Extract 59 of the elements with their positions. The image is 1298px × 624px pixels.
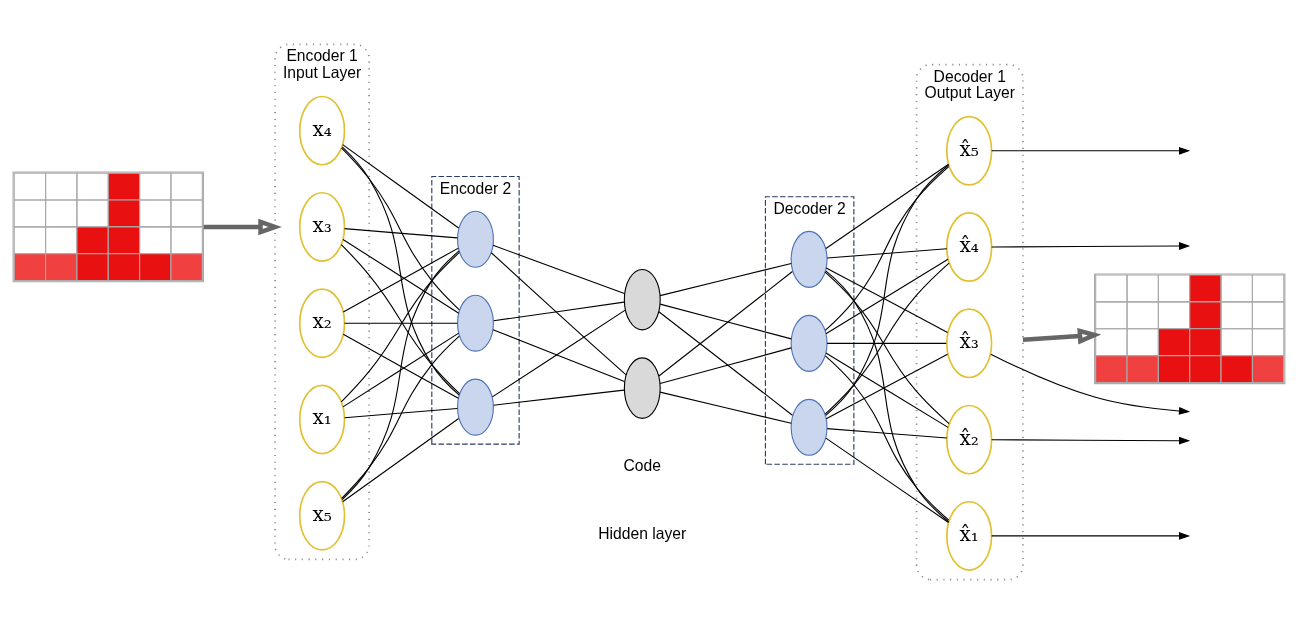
connector xyxy=(658,271,793,377)
arrow xyxy=(203,218,282,236)
connector xyxy=(826,342,947,344)
connector xyxy=(492,329,625,383)
connector xyxy=(659,391,792,424)
connector xyxy=(826,428,948,439)
node-ellipse: x₁ xyxy=(298,384,346,455)
connector xyxy=(341,146,460,396)
connector xyxy=(659,347,792,385)
connector xyxy=(659,262,792,297)
connector xyxy=(825,163,950,250)
connector xyxy=(493,389,625,406)
node-ellipse: x₃ xyxy=(298,191,346,262)
connector xyxy=(824,355,950,521)
node-circle xyxy=(790,314,828,372)
node-ellipse: x̂₁ xyxy=(945,500,993,571)
node-ellipse: x₂ xyxy=(298,288,346,359)
connector xyxy=(341,250,460,501)
arrow xyxy=(991,532,1191,540)
connector xyxy=(344,408,458,419)
node-ellipse: x₅ xyxy=(298,480,346,551)
node-circle xyxy=(790,398,828,456)
arrow xyxy=(991,242,1191,250)
node-ellipse: x̂₂ xyxy=(945,404,993,475)
connector xyxy=(342,144,460,229)
node-circle xyxy=(457,378,494,436)
label: Hidden layer xyxy=(598,524,687,542)
node-circle xyxy=(457,294,494,352)
connector xyxy=(824,166,950,331)
connector xyxy=(826,248,948,259)
node-circle xyxy=(457,210,494,268)
connector xyxy=(492,244,625,295)
arrow xyxy=(1022,327,1102,345)
connector xyxy=(825,164,950,416)
arrow xyxy=(991,436,1191,445)
node-ellipse: x̂₅ xyxy=(945,115,993,186)
node-circle xyxy=(623,268,661,331)
arrow xyxy=(991,146,1191,155)
node-circle xyxy=(623,357,661,419)
cluster: Encoder 2 xyxy=(431,176,520,445)
connector xyxy=(825,437,950,523)
connector xyxy=(344,322,458,324)
connector xyxy=(344,228,458,239)
connector xyxy=(659,303,792,340)
connector xyxy=(825,270,950,523)
arrow xyxy=(990,353,1191,415)
connector xyxy=(491,309,626,398)
connector xyxy=(658,311,793,416)
connector xyxy=(341,335,460,499)
node-ellipse: x̂₄ xyxy=(945,212,993,283)
cluster: Decoder 2 xyxy=(764,196,855,465)
node-ellipse: x̂₃ xyxy=(945,308,993,379)
connector xyxy=(490,252,627,376)
connector xyxy=(342,417,460,503)
label: Code xyxy=(623,456,661,474)
node-ellipse: x₄ xyxy=(298,95,346,166)
connector xyxy=(341,147,460,311)
node-circle xyxy=(790,230,828,288)
connector xyxy=(493,301,625,322)
